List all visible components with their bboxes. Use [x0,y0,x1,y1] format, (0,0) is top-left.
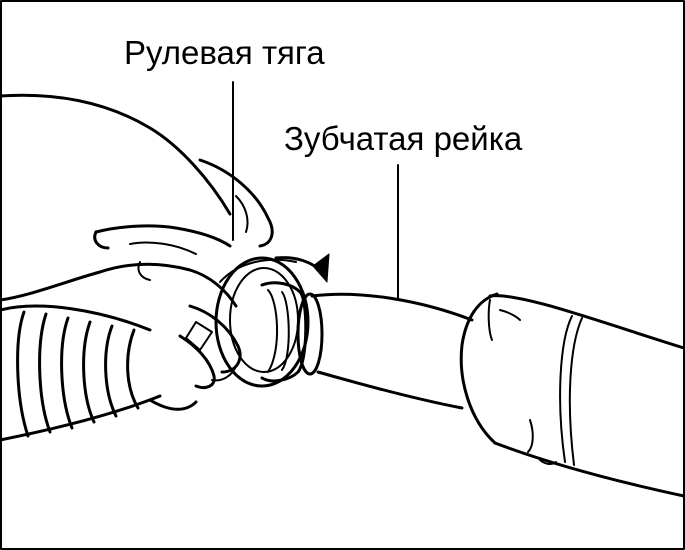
hand [0,93,274,390]
rack-housing [459,292,685,498]
wrench-ring [214,256,310,388]
tie-rod-label: Рулевая тяга [124,34,325,71]
tie-rod-boot [0,304,198,442]
rotation-arrow [274,253,330,283]
rack-shaft [296,292,474,410]
rack-label: Зубчатая рейка [284,120,523,157]
